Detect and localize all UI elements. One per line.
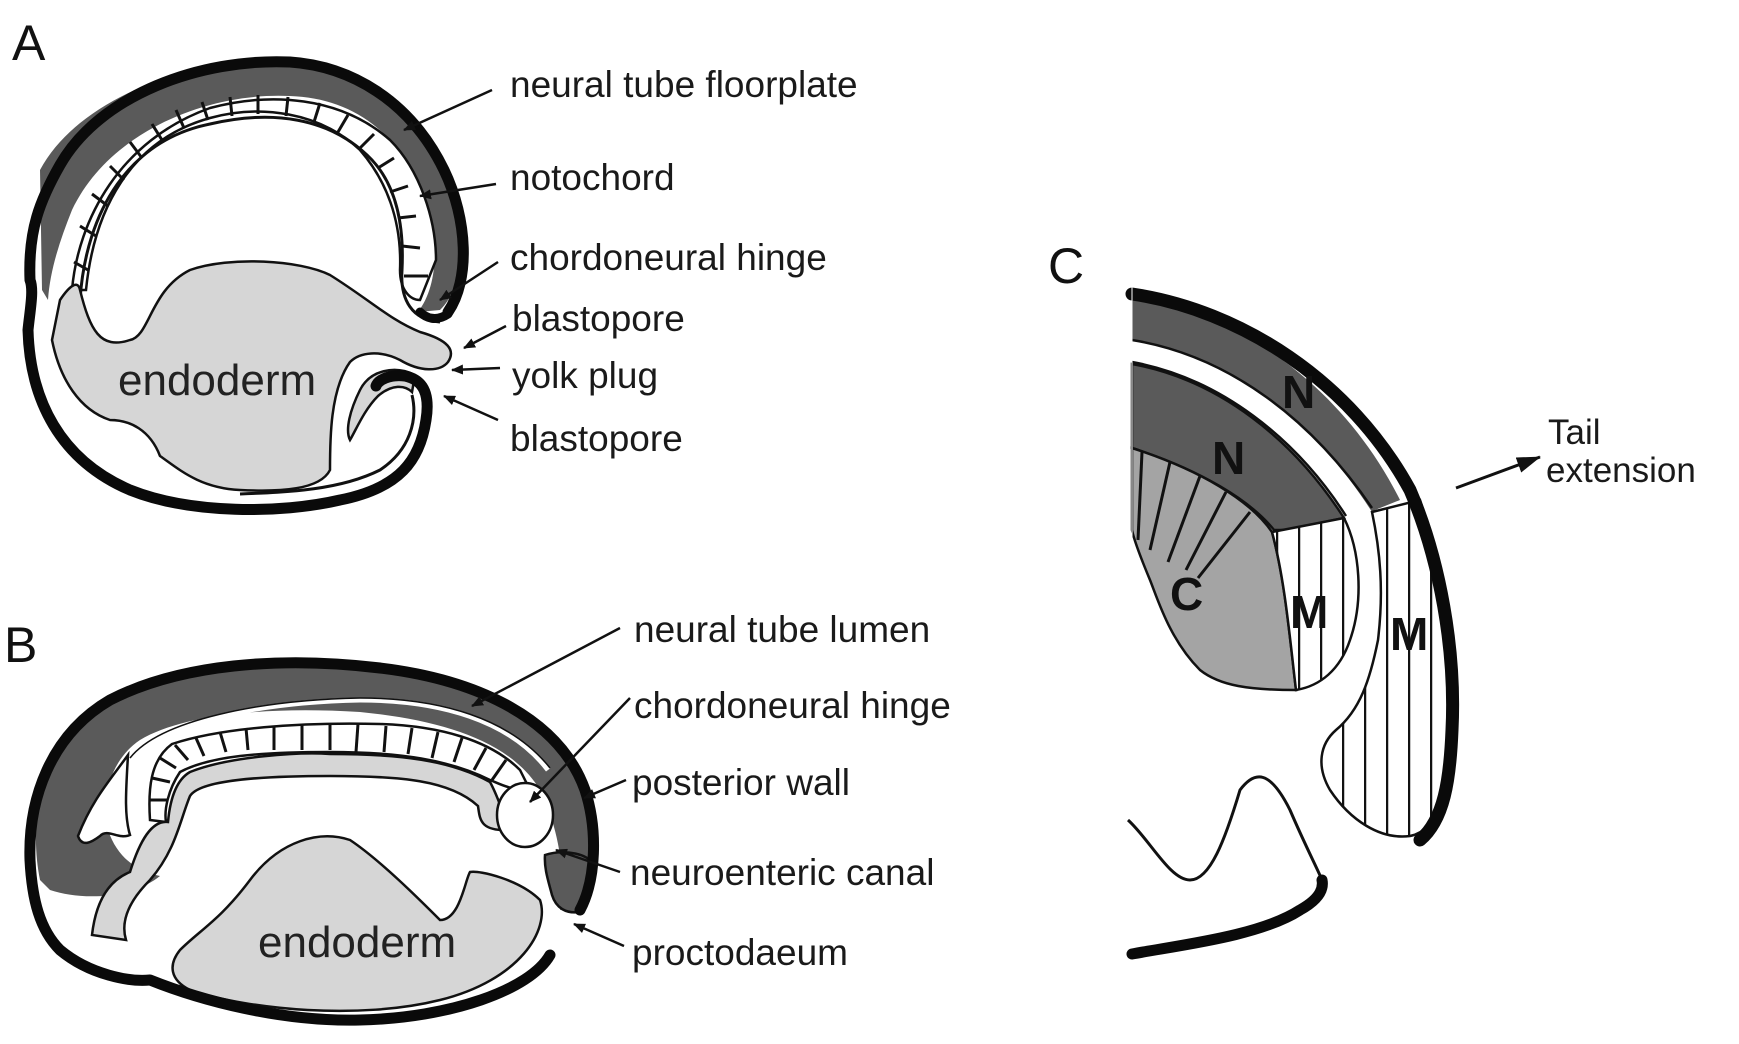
neural-cavity-b xyxy=(76,750,132,845)
notochord-segments-b xyxy=(150,723,508,802)
leader-neural-tube-lumen xyxy=(471,626,621,708)
neural-lumen-inner-c xyxy=(1131,360,1348,517)
endoderm-label-a: endoderm xyxy=(118,356,316,405)
leader-posterior-wall xyxy=(583,778,627,800)
notochord-segments-c xyxy=(1136,451,1252,579)
ventral-ectoderm-c xyxy=(1126,874,1328,960)
neural-lumen-outline-b xyxy=(129,697,551,769)
region-letter-m-inner: M xyxy=(1290,586,1328,638)
leader-blastopore-upper xyxy=(463,324,507,350)
label-neuroenteric-canal: neuroenteric canal xyxy=(630,852,934,893)
label-notochord: notochord xyxy=(510,157,675,198)
neural-lumen-b xyxy=(128,697,550,772)
tail-extension-arrow xyxy=(1455,455,1541,490)
notochord-a xyxy=(70,98,438,302)
region-letter-m-outer: M xyxy=(1390,608,1428,660)
label-neural-tube-lumen: neural tube lumen xyxy=(634,609,930,650)
chordoneural-hinge-chamber-b xyxy=(495,781,555,849)
label-chordoneural-hinge-b: chordoneural hinge xyxy=(634,685,951,726)
neural-tube-a xyxy=(40,59,460,312)
neural-lumen-c xyxy=(1131,338,1374,509)
panel-a: A endoderm xyxy=(12,15,858,515)
endoderm-label-b: endoderm xyxy=(258,918,456,967)
label-tail: Tail xyxy=(1548,413,1601,452)
label-neural-tube-floorplate: neural tube floorplate xyxy=(510,64,858,105)
panel-letter-c: C xyxy=(1048,238,1084,294)
dorsal-lip-a xyxy=(415,307,453,323)
leader-blastopore-lower xyxy=(443,394,499,422)
region-letter-c: C xyxy=(1170,568,1203,620)
leader-neuroenteric-canal xyxy=(555,848,621,874)
inner-mesoderm-c xyxy=(1270,516,1360,692)
notochord-c xyxy=(1130,446,1298,692)
ectoderm-a xyxy=(22,56,469,515)
endoderm-line-c xyxy=(1126,775,1324,882)
panel-letter-b: B xyxy=(4,617,37,673)
leader-neural-tube-floorplate xyxy=(403,88,493,132)
notochord-segments-a xyxy=(73,95,428,278)
ectoderm-b xyxy=(24,657,600,1026)
ventral-inner-line-a xyxy=(239,394,416,496)
leader-notochord xyxy=(419,182,497,200)
ectoderm-c xyxy=(1125,287,1460,847)
panel-b: B xyxy=(4,609,951,1026)
label-posterior-wall: posterior wall xyxy=(632,762,850,803)
endoderm-b xyxy=(171,835,544,1013)
endoderm-a xyxy=(50,260,453,492)
panel-c: C N N C M M xyxy=(1048,238,1696,960)
ventral-lip-a xyxy=(346,368,417,443)
label-yolk-plug: yolk plug xyxy=(512,355,658,396)
label-proctodaeum: proctodaeum xyxy=(632,932,848,973)
label-extension: extension xyxy=(1546,451,1696,490)
neural-tube-b xyxy=(35,664,590,910)
label-chordoneural-hinge-a: chordoneural hinge xyxy=(510,237,827,278)
archenteron-roof-a xyxy=(78,115,441,324)
panel-letter-a: A xyxy=(12,15,46,71)
label-blastopore-lower: blastopore xyxy=(510,418,683,459)
leader-chordoneural-hinge-b xyxy=(529,697,631,803)
leader-chordoneural-hinge-a xyxy=(439,260,499,302)
region-letter-n-outer: N xyxy=(1282,366,1315,418)
label-blastopore-upper: blastopore xyxy=(512,298,685,339)
region-letter-n-inner: N xyxy=(1212,432,1245,484)
leader-proctodaeum xyxy=(573,922,625,948)
leader-yolk-plug xyxy=(451,364,501,375)
